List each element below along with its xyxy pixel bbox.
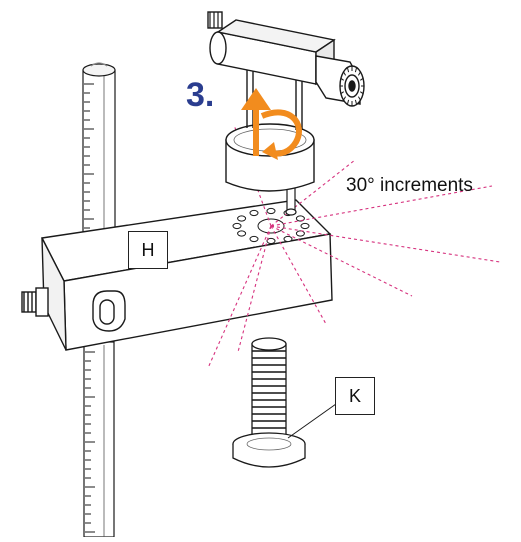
angle-guide-line <box>207 225 272 369</box>
rotate-arrow-icon <box>241 88 302 160</box>
mounting-hole <box>237 230 247 237</box>
dial-tick <box>360 91 364 95</box>
callout-k: K <box>335 377 375 415</box>
dial-tick <box>346 67 350 73</box>
angle-guide-line <box>237 225 272 353</box>
dial-tick <box>354 99 358 105</box>
angle-guide-line <box>270 225 413 297</box>
mounting-hole <box>300 222 310 230</box>
dial-tick <box>357 71 361 76</box>
dial-tick <box>343 71 347 76</box>
mounting-hole <box>266 207 276 215</box>
clamp-block <box>21 199 333 351</box>
angle-guide-line <box>270 225 327 325</box>
dial-tick <box>360 77 364 81</box>
step-number: 3. <box>186 76 215 114</box>
angle-guide-line <box>270 225 501 263</box>
locating-pin <box>285 174 297 216</box>
dial-tick <box>343 96 347 101</box>
dial-tick <box>357 96 361 101</box>
angle-guide-line <box>270 185 493 227</box>
mounting-hole <box>237 215 247 222</box>
callout-h: H <box>128 231 168 269</box>
mounting-hole <box>266 237 276 245</box>
mounting-hole <box>283 235 293 243</box>
callout-k-leader <box>287 403 337 439</box>
dial-tick <box>346 99 350 105</box>
mounting-hole <box>249 235 259 243</box>
screw-k <box>232 337 306 468</box>
mounting-hole <box>295 230 305 237</box>
angle-note: 30° increments <box>346 175 473 196</box>
dial-tick <box>340 91 344 95</box>
dial-tick <box>354 67 358 73</box>
angle-guide-lines <box>207 124 501 369</box>
dial-tick <box>340 77 344 81</box>
gauge-assembly <box>207 11 365 130</box>
mounting-hole <box>249 209 259 217</box>
mounting-hole <box>232 222 242 230</box>
